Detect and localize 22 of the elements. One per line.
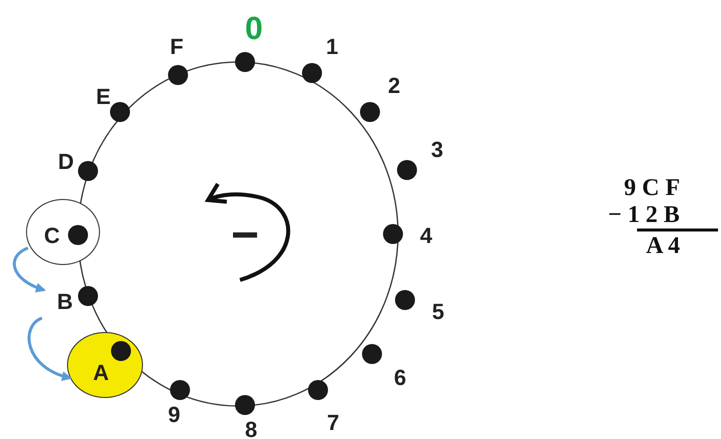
- digit-label: 9: [168, 404, 180, 426]
- digit-label: 0: [245, 12, 263, 44]
- digit-label: 4: [420, 225, 432, 247]
- minus-sign: −: [231, 212, 260, 260]
- digit-label: C: [44, 225, 60, 247]
- curved-arrow: [12, 246, 46, 292]
- digit-label: B: [57, 291, 73, 313]
- digit-label: 5: [432, 301, 444, 323]
- subtraction-row: − 1 2 B: [608, 202, 680, 228]
- digit-label: A: [93, 362, 109, 384]
- digit-label: E: [96, 86, 111, 108]
- digit-label: 3: [431, 139, 444, 161]
- digit-label: 7: [327, 412, 340, 434]
- digit-label: F: [170, 36, 184, 58]
- subtraction-row: A 4: [646, 233, 680, 259]
- digit-label: D: [58, 151, 74, 173]
- curved-arrow: [28, 316, 72, 381]
- digit-label: 2: [388, 75, 400, 97]
- digit-label: 8: [245, 419, 258, 439]
- digit-label: 6: [394, 367, 406, 389]
- digit-label: 1: [326, 36, 338, 58]
- subtraction-row: 9 C F: [624, 175, 680, 201]
